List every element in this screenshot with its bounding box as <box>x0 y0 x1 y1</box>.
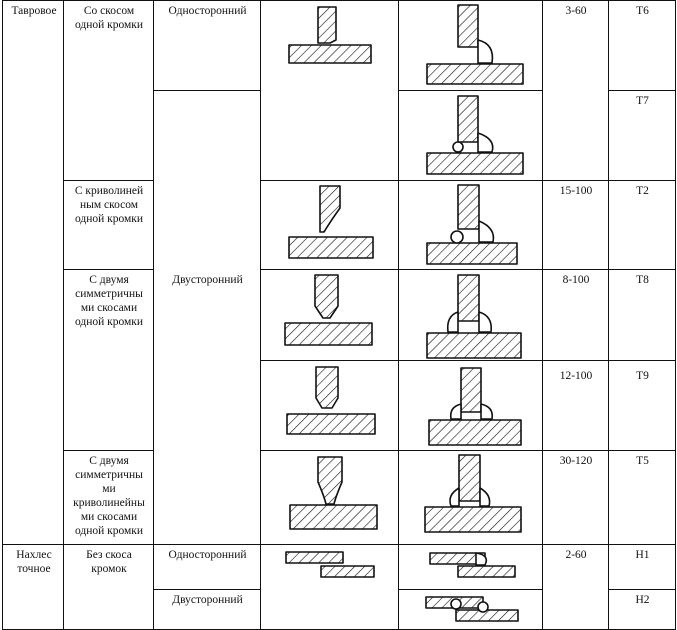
thickness-t2: 15-100 <box>559 185 593 197</box>
designation-t2: Т2 <box>636 185 649 197</box>
sketch-t9-prep <box>286 366 376 435</box>
joint-type-lap: Нахлес точное <box>16 549 52 575</box>
thickness-h1: 2-60 <box>565 549 587 561</box>
designation-t5: Т5 <box>636 455 649 467</box>
prep-two-symmetric: С двумя симметричны ми скосами одной кро… <box>74 274 144 328</box>
sketch-t7-weld <box>426 95 524 175</box>
designation-t6: Т6 <box>636 5 649 17</box>
sketch-t2-prep <box>288 185 374 259</box>
sketch-t8-prep <box>284 274 373 346</box>
thickness-t5: 30-120 <box>559 455 593 467</box>
designation-h1: Н1 <box>635 549 650 561</box>
joint-type-tee: Тавровое <box>11 5 57 17</box>
weld-side-two-sided: Двусторонний <box>172 274 243 286</box>
weld-side-one-sided-lap: Односторонний <box>168 549 247 561</box>
sketch-h1-prep <box>285 551 375 578</box>
weld-side-two-sided-lap: Двусторонний <box>172 594 243 606</box>
sketch-t8-weld <box>426 274 522 359</box>
sketch-h2-weld <box>425 596 519 622</box>
sketch-t2-weld <box>426 184 518 265</box>
designation-t7: Т7 <box>636 95 649 107</box>
prep-no-bevel: Без скоса кромок <box>86 549 132 575</box>
weld-side-one-sided: Односторонний <box>168 5 247 17</box>
cell-prep-no-bevel: Без скоса кромок <box>63 544 154 630</box>
designation-t9: Т9 <box>636 370 649 382</box>
sketch-t5-prep <box>289 456 378 530</box>
designation-t8: Т8 <box>636 274 649 286</box>
prep-two-symmetric-curved: С двумя симметричны ми криволинейны ми с… <box>73 455 145 537</box>
sketch-h1-weld <box>429 552 516 578</box>
thickness-t6: 3-60 <box>565 5 587 17</box>
prep-curved-one-bevel: С криволиней ным скосом одной кромки <box>74 185 144 225</box>
thickness-t8: 8-100 <box>562 274 590 286</box>
sketch-t6-prep <box>288 6 372 64</box>
sketch-t6-weld <box>426 4 524 85</box>
designation-h2: Н2 <box>635 594 650 606</box>
thickness-t9: 12-100 <box>559 370 593 382</box>
sketch-t9-weld <box>428 367 522 446</box>
sketch-t5-weld <box>424 454 522 533</box>
prep-one-bevel: Со скосом одной кромки <box>74 5 144 31</box>
